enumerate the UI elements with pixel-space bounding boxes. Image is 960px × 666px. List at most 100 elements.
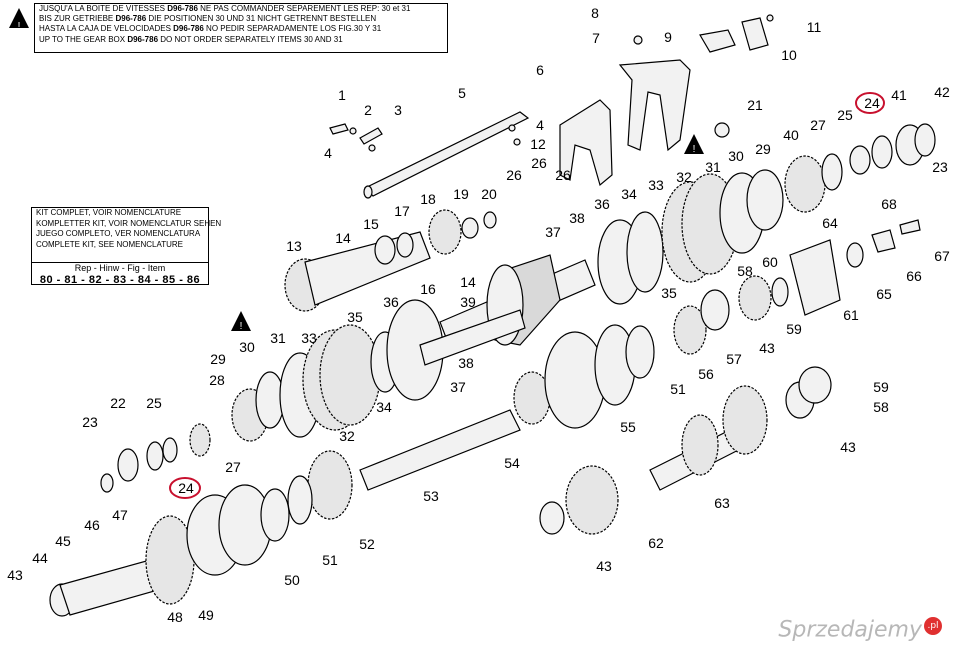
callout-number-47: 47	[112, 507, 128, 523]
callout-number-35: 35	[347, 309, 363, 325]
kit-line: COMPLETE KIT, SEE NOMENCLATURE	[36, 239, 183, 249]
callout-number-10: 10	[781, 47, 797, 63]
screw-part-1	[329, 123, 349, 135]
callout-number-42: 42	[934, 84, 950, 100]
spring-part-3	[359, 127, 383, 145]
callout-number-20: 20	[481, 186, 497, 202]
callout-number-37: 37	[545, 224, 561, 240]
callout-number-23: 23	[82, 414, 98, 430]
callout-number-2: 2	[364, 102, 372, 118]
callout-number-53: 53	[423, 488, 439, 504]
svg-text:!: !	[240, 321, 243, 332]
warning-line: UP TO THE GEAR BOX D96-786 DO NOT ORDER …	[39, 34, 343, 44]
warning-triangle-icon: !	[231, 311, 251, 332]
callout-number-43: 43	[759, 340, 775, 356]
callout-number-30: 30	[728, 148, 744, 164]
bracket-part-9	[699, 29, 736, 53]
callout-number-67: 67	[934, 248, 950, 264]
callout-number-27: 27	[810, 117, 826, 133]
callout-number-13: 13	[286, 238, 302, 254]
callout-number-31: 31	[705, 159, 721, 175]
left-bearing-set	[100, 423, 211, 493]
callout-number-33: 33	[648, 177, 664, 193]
callout-number-12: 12	[530, 136, 546, 152]
callout-number-4: 4	[324, 145, 332, 161]
callout-number-25: 25	[146, 395, 162, 411]
main-shaft-part-53	[287, 409, 521, 525]
callout-number-40: 40	[783, 127, 799, 143]
shift-fork-part-7	[618, 59, 691, 152]
highlight-ring-24-upper	[855, 92, 885, 114]
callout-number-36: 36	[383, 294, 399, 310]
callout-number-65: 65	[876, 286, 892, 302]
callout-number-25: 25	[837, 107, 853, 123]
pin-part-8	[633, 35, 643, 45]
callout-number-31: 31	[270, 330, 286, 346]
callout-number-35: 35	[661, 285, 677, 301]
warning-line: BIS ZUR GETRIEBE D96-786 DIE POSITIONEN …	[39, 14, 377, 24]
callout-number-38: 38	[569, 210, 585, 226]
callout-number-62: 62	[648, 535, 664, 551]
callout-number-41: 41	[891, 87, 907, 103]
callout-number-57: 57	[726, 351, 742, 367]
callout-number-14: 14	[460, 274, 476, 290]
callout-number-32: 32	[339, 428, 355, 444]
callout-number-38: 38	[458, 355, 474, 371]
callout-number-58: 58	[737, 263, 753, 279]
kit-line: KOMPLETTER KIT, VOIR NOMENCLATUR SEHEN	[36, 218, 222, 228]
callout-number-56: 56	[698, 366, 714, 382]
callout-number-48: 48	[167, 609, 183, 625]
callout-number-37: 37	[450, 379, 466, 395]
callout-number-44: 44	[32, 550, 48, 566]
callout-number-26: 26	[555, 167, 571, 183]
callout-number-29: 29	[755, 141, 771, 157]
callout-number-43: 43	[840, 439, 856, 455]
callout-number-26: 26	[531, 155, 547, 171]
callout-number-4: 4	[536, 117, 544, 133]
callout-number-46: 46	[84, 517, 100, 533]
lower-clutch-pack	[231, 299, 526, 442]
callout-number-45: 45	[55, 533, 71, 549]
callout-number-27: 27	[225, 459, 241, 475]
kit-line: KIT COMPLET, VOIR NOMENCLATURE	[36, 208, 182, 217]
callout-number-14: 14	[335, 230, 351, 246]
countershaft-assembly	[513, 275, 789, 429]
highlight-ring-24-lower	[169, 477, 201, 499]
callout-number-17: 17	[394, 203, 410, 219]
callout-number-21: 21	[747, 97, 763, 113]
callout-number-11: 11	[807, 19, 822, 35]
watermark-logo: Sprzedajemy.pl	[778, 616, 942, 642]
callout-number-29: 29	[210, 351, 226, 367]
callout-number-8: 8	[591, 5, 599, 21]
output-shaft-assembly	[49, 484, 290, 617]
callout-number-36: 36	[594, 196, 610, 212]
shift-rod-part-5	[363, 111, 530, 199]
callout-number-58: 58	[873, 399, 889, 415]
callout-number-23: 23	[932, 159, 948, 175]
warning-triangle-icon: !	[684, 134, 704, 155]
ball-part-21	[714, 122, 730, 138]
callout-number-34: 34	[376, 399, 392, 415]
kit-note: KIT COMPLET, VOIR NOMENCLATURE KOMPLETTE…	[31, 207, 222, 286]
upper-clutch-pack	[597, 123, 936, 305]
callout-number-28: 28	[209, 372, 225, 388]
callout-number-19: 19	[453, 186, 469, 202]
screw-part-11	[766, 14, 774, 22]
shift-fork-part-6	[559, 99, 613, 187]
callout-number-60: 60	[762, 254, 778, 270]
kit-header: Rep - Hinw - Fig - Item	[32, 262, 208, 274]
callout-number-3: 3	[394, 102, 402, 118]
callout-number-24: 24	[178, 480, 194, 496]
callout-number-33: 33	[301, 330, 317, 346]
callout-number-64: 64	[822, 215, 838, 231]
callout-number-55: 55	[620, 419, 636, 435]
ball-part-4	[368, 144, 376, 152]
kit-line: JUEGO COMPLETO, VER NOMENCLATURA	[36, 229, 201, 238]
callout-number-63: 63	[714, 495, 730, 511]
callout-number-51: 51	[670, 381, 686, 397]
callout-number-18: 18	[420, 191, 436, 207]
callout-number-59: 59	[873, 379, 889, 395]
callout-number-24: 24	[864, 95, 880, 111]
warning-line: HASTA LA CAJA DE VELOCIDADES D96-786 NO …	[39, 24, 382, 34]
